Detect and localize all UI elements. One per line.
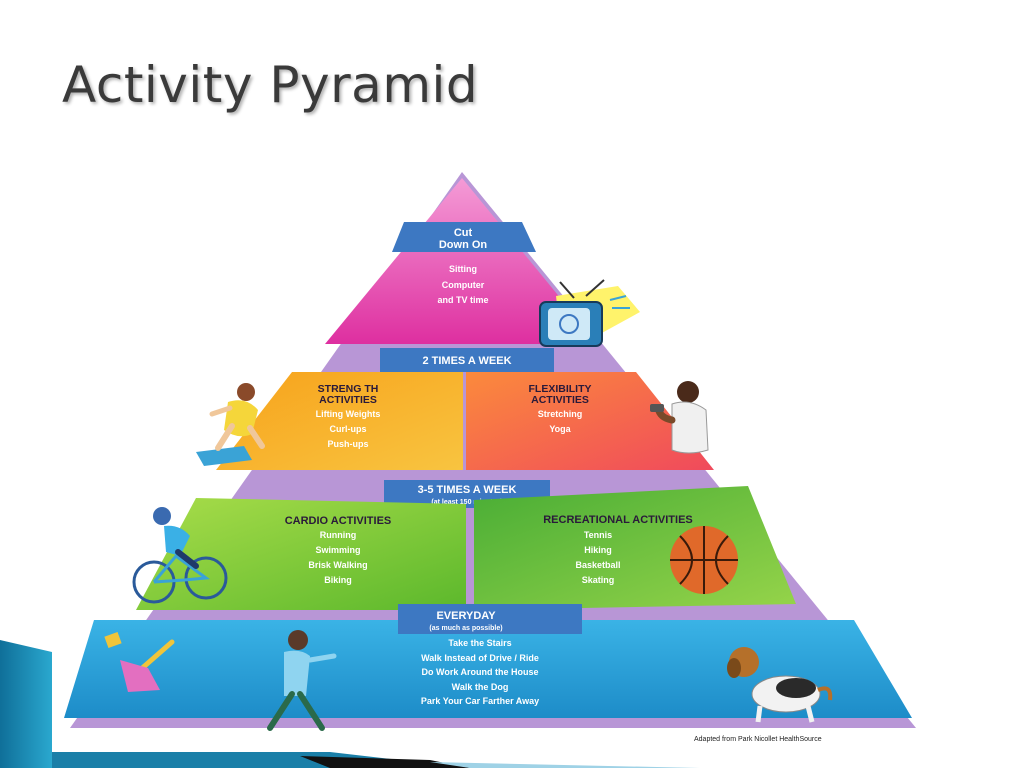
cut-down-banner (392, 222, 536, 252)
everyday-item-2: Walk Instead of Drive / Ride (421, 653, 539, 663)
strength-heading-1: STRENG TH (318, 383, 379, 395)
tv-icon (539, 279, 640, 347)
three-five-times-label: 3-5 TIMES A WEEK (418, 484, 517, 496)
cardio-heading: CARDIO ACTIVITIES (285, 515, 392, 527)
recreational-item-2: Hiking (584, 545, 612, 555)
everyday-note: (as much as possible) (429, 625, 502, 632)
cardio-item-2: Swimming (315, 545, 360, 555)
cut-down-item-2: Computer (442, 280, 485, 290)
source-credit: Adapted from Park Nicollet HealthSource (694, 736, 822, 743)
flexibility-heading-2: ACTIVITIES (531, 394, 589, 406)
bottom-swoosh-dark (300, 756, 470, 768)
bottom-swoosh-light (430, 762, 700, 768)
strength-item-1: Lifting Weights (316, 409, 381, 419)
flexibility-item-2: Yoga (549, 424, 571, 434)
strength-heading-2: ACTIVITIES (319, 394, 377, 406)
strength-item-3: Push-ups (327, 439, 368, 449)
everyday-item-4: Walk the Dog (452, 682, 509, 692)
strength-item-2: Curl-ups (330, 424, 367, 434)
everyday-item-1: Take the Stairs (448, 638, 511, 648)
two-times-banner (380, 348, 554, 372)
weightlifter-person-icon (650, 381, 709, 454)
cardio-item-1: Running (320, 530, 357, 540)
corner-teal-accent (0, 640, 52, 768)
recreational-heading: RECREATIONAL ACTIVITIES (543, 514, 693, 526)
recreational-item-1: Tennis (584, 530, 612, 540)
three-five-times-note: (at least 150 minutes) (431, 499, 502, 506)
cut-down-item-3: and TV time (437, 295, 488, 305)
everyday-item-5: Park Your Car Farther Away (421, 696, 539, 706)
tier-flexibility (466, 372, 714, 470)
broom-icon (104, 631, 175, 692)
recreational-item-4: Skating (582, 575, 615, 585)
walking-woman-icon (267, 630, 337, 731)
step-aerobics-person-icon (196, 383, 265, 466)
flexibility-heading-1: FLEXIBILITY (529, 383, 592, 395)
cut-down-item-1: Sitting (449, 264, 477, 274)
tier-recreational (474, 486, 796, 610)
cut-down-label-1: Cut (454, 227, 473, 239)
cardio-item-4: Biking (324, 575, 352, 585)
dog-icon (727, 647, 833, 723)
basketball-icon (670, 526, 738, 594)
tier-strength (216, 372, 463, 470)
cyclist-icon (132, 507, 228, 604)
tier-cardio (136, 498, 466, 610)
tier-cut-down (325, 178, 598, 344)
everyday-banner (398, 604, 582, 634)
cut-down-label-2: Down On (439, 239, 488, 251)
recreational-item-3: Basketball (575, 560, 620, 570)
two-times-label: 2 TIMES A WEEK (422, 355, 511, 367)
flexibility-item-1: Stretching (538, 409, 583, 419)
slide-title: Activity Pyramid (62, 56, 479, 114)
tier-everyday (64, 620, 912, 718)
cardio-item-3: Brisk Walking (308, 560, 367, 570)
everyday-item-3: Do Work Around the House (422, 667, 539, 677)
everyday-label: EVERYDAY (436, 610, 496, 622)
